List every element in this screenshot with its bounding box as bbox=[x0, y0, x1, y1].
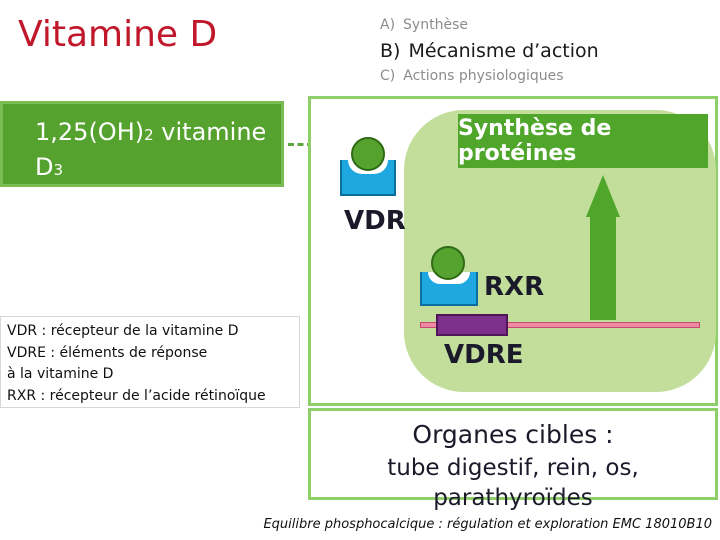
menu-item-letter: B) bbox=[380, 40, 401, 62]
target-organs-box: Organes cibles : tube digestif, rein, os… bbox=[308, 408, 718, 511]
menu-item-synthese[interactable]: A) Synthèse bbox=[380, 17, 599, 34]
source-citation: Equilibre phosphocalcique : régulation e… bbox=[263, 517, 712, 532]
calcitriol-formula-part: vitamine D bbox=[35, 118, 267, 181]
up-arrow-shaft bbox=[590, 215, 616, 320]
menu-item-label: Actions physiologiques bbox=[403, 68, 564, 84]
vdr-ligand-circle bbox=[351, 137, 385, 171]
calcitriol-subscript: 2 bbox=[144, 126, 154, 144]
calcitriol-subscript: 3 bbox=[53, 161, 64, 179]
vdr-label: VDR bbox=[344, 206, 406, 236]
section-menu: A) Synthèse B) Mécanisme d’action C) Act… bbox=[380, 17, 599, 85]
legend-line: VDR : récepteur de la vitamine D bbox=[7, 323, 239, 339]
protein-synthesis-box: Synthèse de protéines bbox=[458, 114, 708, 168]
rxr-label: RXR bbox=[484, 272, 545, 302]
vdre-label: VDRE bbox=[444, 340, 524, 370]
target-organs-title: Organes cibles : bbox=[412, 420, 614, 449]
rxr-ligand-circle bbox=[431, 246, 465, 280]
abbreviation-legend: VDR : récepteur de la vitamine D VDRE : … bbox=[0, 316, 300, 408]
menu-item-letter: C) bbox=[380, 68, 396, 84]
menu-item-label: Mécanisme d’action bbox=[408, 40, 599, 62]
legend-line: à la vitamine D bbox=[7, 366, 114, 382]
menu-item-label: Synthèse bbox=[403, 17, 468, 33]
menu-item-letter: A) bbox=[380, 17, 396, 33]
calcitriol-name: = calcitriol bbox=[35, 188, 165, 216]
legend-line: RXR : récepteur de l’acide rétinoïque bbox=[7, 387, 266, 404]
vdre-segment bbox=[436, 314, 508, 336]
calcitriol-formula-part: 1,25(OH) bbox=[35, 118, 145, 146]
menu-item-actions[interactable]: C) Actions physiologiques bbox=[380, 68, 599, 85]
target-organs-list: tube digestif, rein, os, parathyroïdes bbox=[387, 455, 639, 511]
up-arrow-head bbox=[586, 175, 620, 217]
dna-strand bbox=[420, 322, 700, 328]
menu-item-mecanisme[interactable]: B) Mécanisme d’action bbox=[380, 34, 599, 68]
slide-title: Vitamine D bbox=[18, 14, 218, 55]
calcitriol-formula: 1,25(OH)2 vitamine D3 bbox=[35, 116, 281, 186]
calcitriol-box: 1,25(OH)2 vitamine D3 = calcitriol bbox=[0, 101, 284, 216]
legend-line: VDRE : éléments de réponse bbox=[7, 344, 208, 361]
